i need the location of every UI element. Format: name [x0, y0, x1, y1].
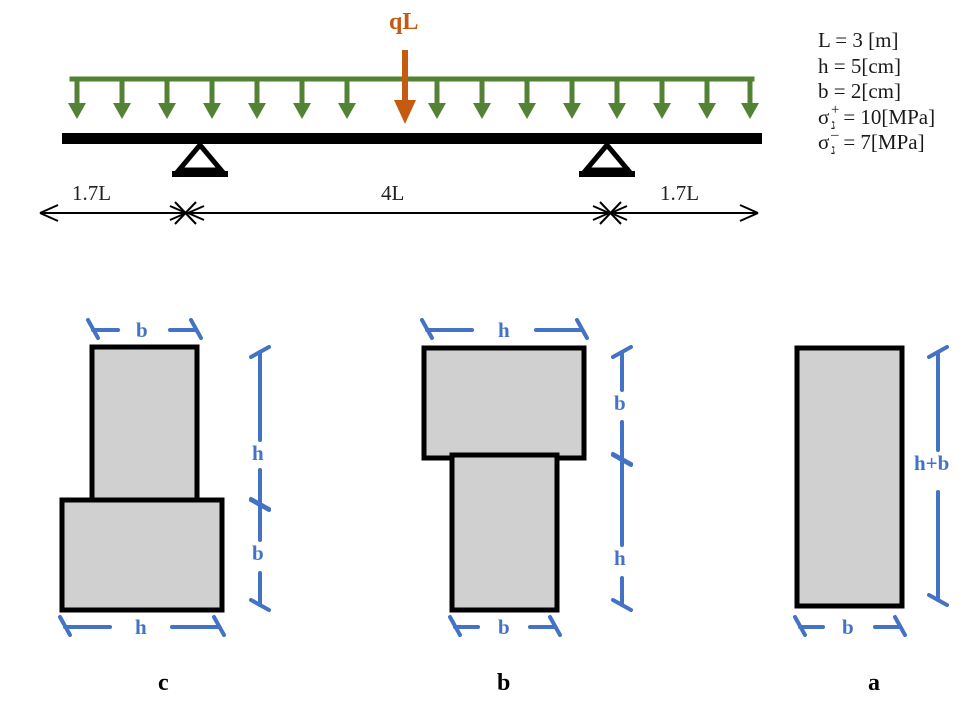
parameter-list: L = 3 [m] h = 5[cm] b = 2[cm] σ+נ = 10[M… [818, 28, 978, 158]
sigma-glyph: σ [818, 104, 830, 129]
distributed-load-arrows [68, 79, 759, 119]
point-load-label: qL [389, 9, 419, 35]
section-b-caption: b [497, 670, 511, 696]
section-b-right-lower-label: h [614, 546, 626, 570]
section-b-web [449, 452, 560, 613]
section-c-flange [59, 497, 225, 613]
param-sigma-plus: σ+נ = 10[MPa] [818, 102, 978, 133]
section-a-right-label: h+b [914, 451, 950, 475]
section-b-shape [421, 345, 587, 613]
section-c-right-lower-label: b [252, 541, 264, 565]
section-b-top-width-label: h [498, 318, 510, 342]
left-pin-support [172, 141, 228, 177]
sigma-superscript-plus: + [831, 101, 840, 118]
param-L: L = 3 [m] [818, 28, 899, 52]
param-b: b = 2[cm] [818, 79, 901, 103]
section-b-right-upper-label: b [614, 391, 626, 415]
section-a-bottom-width-label: b [842, 615, 854, 639]
sigma-subscript: נ [831, 117, 836, 133]
section-c-web [89, 344, 200, 505]
section-a-caption: a [868, 670, 880, 696]
sigma-plus-symbol: σ+נ [818, 102, 839, 133]
section-b-bottom-width-label: b [498, 615, 510, 639]
section-a-shape [794, 345, 905, 609]
section-c-dimensions [58, 318, 271, 637]
beam-member [62, 133, 762, 144]
param-sigma-plus-value: = 10[MPa] [843, 104, 936, 129]
section-a-rect [794, 345, 905, 609]
sigma-superscript-minus: – [831, 127, 839, 143]
dimension-label-left-overhang: 1.7L [72, 181, 112, 205]
section-c-top-width-label: b [136, 318, 148, 342]
section-a-dimensions [793, 345, 949, 637]
sigma-subscript: נ [831, 143, 836, 158]
dimension-label-right-overhang: 1.7L [660, 181, 700, 205]
section-c-right-upper-label: h [252, 441, 264, 465]
dimension-label-span: 4L [381, 181, 405, 205]
section-c-shape [59, 344, 225, 613]
point-load-arrow [394, 50, 416, 124]
section-c-caption: c [158, 670, 169, 696]
right-pin-support [579, 141, 635, 177]
section-b-dimensions [420, 318, 633, 637]
sigma-glyph: σ [818, 130, 830, 154]
section-c-bottom-width-label: h [135, 615, 147, 639]
sigma-minus-symbol: σ–נ [818, 127, 839, 158]
param-h: h = 5[cm] [818, 53, 901, 78]
section-b-flange [421, 345, 587, 461]
beam-dimension-line [39, 201, 759, 225]
distributed-load-group [68, 76, 759, 119]
param-sigma-minus-value: = 7[MPa] [843, 130, 925, 154]
param-sigma-minus: σ–נ = 7[MPa] [818, 127, 978, 158]
